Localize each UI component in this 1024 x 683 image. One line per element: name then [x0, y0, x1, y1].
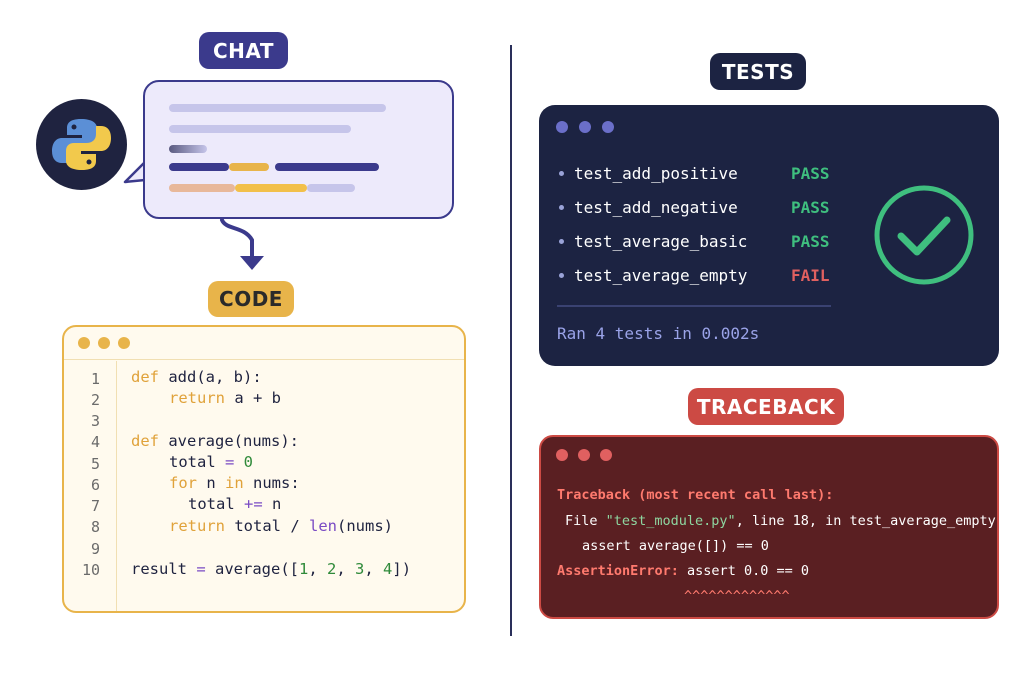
- message-line: [169, 125, 351, 133]
- traceback-carets: ^^^^^^^^^^^^^: [684, 588, 790, 604]
- line-number: 4: [90, 433, 100, 451]
- message-line: [169, 184, 235, 192]
- test-result: PASS: [791, 198, 830, 217]
- window-dot: [556, 449, 568, 461]
- window-dot: [556, 121, 568, 133]
- line-number: 9: [90, 540, 100, 558]
- traceback-error-line: AssertionError: assert 0.0 == 0: [557, 563, 809, 579]
- tests-label: TESTS: [710, 53, 806, 90]
- message-line: [235, 184, 307, 192]
- code-line: total += n: [188, 495, 282, 513]
- code-line: total = 0: [169, 453, 254, 471]
- line-number: 8: [90, 518, 100, 536]
- curved-arrow-down-icon: [220, 218, 264, 270]
- message-line: [169, 163, 229, 171]
- line-number-gutter: 1 2 3 4 5 6 7 8 9 10: [64, 361, 117, 611]
- test-result: PASS: [791, 232, 830, 251]
- message-line: [229, 163, 269, 171]
- line-number: 10: [81, 561, 100, 579]
- traceback-assert-line: assert average([]) == 0: [582, 538, 769, 554]
- code-line: return total / len(nums): [169, 517, 393, 535]
- test-result: PASS: [791, 164, 830, 183]
- tests-window: test_add_positive PASS test_add_negative…: [539, 105, 999, 366]
- chat-bubble: [143, 80, 454, 219]
- tests-separator: [557, 305, 831, 307]
- traceback-window: Traceback (most recent call last): File …: [539, 435, 999, 619]
- line-number: 5: [90, 455, 100, 473]
- test-name: test_add_negative: [574, 198, 738, 217]
- message-line: [275, 163, 379, 171]
- test-name: test_average_basic: [574, 232, 748, 251]
- message-line: [169, 145, 207, 153]
- traceback-header: Traceback (most recent call last):: [557, 487, 834, 503]
- traceback-file-line: File "test_module.py", line 18, in test_…: [565, 513, 996, 529]
- code-line: def add(a, b):: [131, 368, 262, 386]
- window-dot: [78, 337, 90, 349]
- traceback-label: TRACEBACK: [688, 388, 844, 425]
- window-dot: [602, 121, 614, 133]
- line-number: 7: [90, 497, 100, 515]
- python-logo-icon: [36, 99, 127, 190]
- test-name: test_average_empty: [574, 266, 748, 285]
- chat-label: CHAT: [199, 32, 288, 69]
- bullet-icon: [559, 205, 564, 210]
- bullet-icon: [559, 273, 564, 278]
- code-editor-window: 1 2 3 4 5 6 7 8 9 10 def add(a, b): retu…: [62, 325, 466, 613]
- bubble-tail: [123, 161, 146, 184]
- test-name: test_add_positive: [574, 164, 738, 183]
- code-titlebar: [64, 327, 464, 360]
- line-number: 6: [90, 476, 100, 494]
- window-dot: [579, 121, 591, 133]
- check-circle-icon: [874, 185, 974, 285]
- section-divider: [510, 45, 512, 636]
- bullet-icon: [559, 171, 564, 176]
- window-dot: [118, 337, 130, 349]
- code-line: result = average([1, 2, 3, 4]): [131, 560, 412, 578]
- test-result: FAIL: [791, 266, 830, 285]
- message-line: [169, 104, 386, 112]
- code-line: def average(nums):: [131, 432, 299, 450]
- line-number: 3: [90, 412, 100, 430]
- line-number: 2: [90, 391, 100, 409]
- code-line: for n in nums:: [169, 474, 300, 492]
- message-line: [307, 184, 355, 192]
- window-dot: [98, 337, 110, 349]
- line-number: 1: [90, 370, 100, 388]
- code-label: CODE: [208, 281, 294, 317]
- tests-summary: Ran 4 tests in 0.002s: [557, 324, 760, 343]
- bullet-icon: [559, 239, 564, 244]
- code-line: return a + b: [169, 389, 281, 407]
- window-dot: [578, 449, 590, 461]
- window-dot: [600, 449, 612, 461]
